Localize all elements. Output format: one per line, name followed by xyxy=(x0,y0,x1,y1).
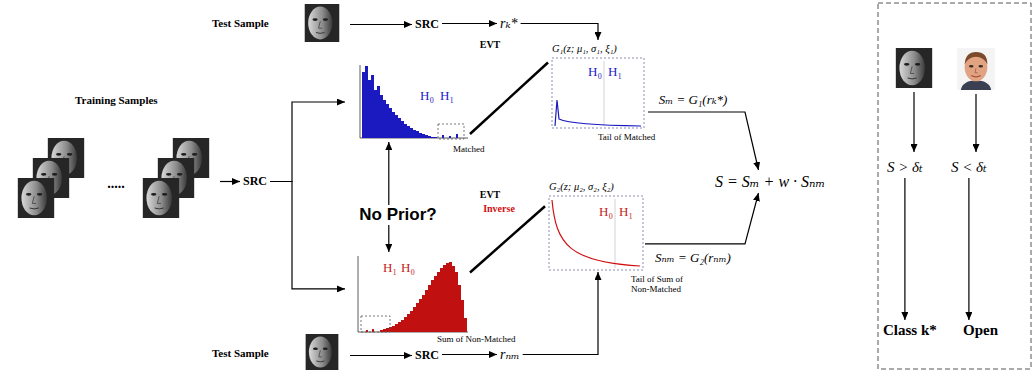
connector xyxy=(648,112,759,170)
face-photo xyxy=(957,48,995,90)
node-text: S < δₜ xyxy=(951,158,987,176)
score-label: rₖ* xyxy=(497,13,521,34)
histogram-bars xyxy=(362,66,458,138)
node-text: S = Sₘ + w · Sₙₘ xyxy=(715,172,825,191)
connector xyxy=(470,206,545,272)
connector xyxy=(470,63,548,135)
decision-outcome: Class k* xyxy=(880,320,940,341)
node-text: Sum of Non-Matched xyxy=(437,334,516,344)
node-text: G₂(z; μ₂, σ₂, ξ₂) xyxy=(549,181,614,192)
node-text: Class k* xyxy=(883,322,937,339)
node-text: rₙₘ xyxy=(500,346,520,363)
evt-fit-box: G₂(z; μ₂, σ₂, ξ₂)H₀H₁Tail of Sum of Non-… xyxy=(545,178,645,272)
node-text: Training Samples xyxy=(75,94,158,106)
connector xyxy=(220,181,240,182)
connector xyxy=(521,24,598,41)
node-text: Open xyxy=(963,322,998,339)
decision-rule: S > δₜ xyxy=(884,156,926,178)
connector xyxy=(523,272,598,355)
input-sample: Test Sample xyxy=(212,4,350,44)
connector xyxy=(442,354,497,355)
connector xyxy=(645,193,759,244)
node-text: H₀ xyxy=(588,64,602,80)
node-text: SRC xyxy=(243,174,267,189)
connector xyxy=(350,24,412,25)
decision-outcome: Open xyxy=(960,320,1001,341)
face-photo xyxy=(143,178,179,218)
node-text: H₁ xyxy=(383,260,397,276)
node-text: H₁ xyxy=(440,88,454,104)
node-text: rₖ* xyxy=(500,15,518,32)
tail-box xyxy=(361,316,390,332)
face-photo xyxy=(305,4,340,42)
tail-box xyxy=(438,124,464,139)
evt-curve xyxy=(555,100,641,126)
result-panel xyxy=(878,3,1031,369)
evt-fit-box: G₁(z; μ₁, σ₁, ξ₁)H₀H₁Tail of Matched xyxy=(548,40,648,130)
node-text: Tail of Matched xyxy=(598,132,655,142)
process-label: SRC xyxy=(240,172,270,191)
node-text: SRC xyxy=(415,348,439,363)
connector xyxy=(968,178,969,320)
process-label: SRC xyxy=(412,15,442,34)
histogram-nonmatched: H₁H₀Sum of Non-Matched xyxy=(345,252,470,334)
edge-label: Sₘ = G₁(rₖ*) xyxy=(659,92,728,108)
node-text: H₀ xyxy=(420,88,434,104)
connector xyxy=(442,23,497,24)
node-text: Tail of Sum of Non-Matched xyxy=(631,274,693,294)
node-text: H₁ xyxy=(619,204,633,220)
threshold-line xyxy=(604,61,605,126)
node-text: SRC xyxy=(415,17,439,32)
leader-arrow xyxy=(975,94,976,152)
leader-arrow xyxy=(913,92,914,152)
connector xyxy=(270,102,345,182)
node-text: Test Sample xyxy=(212,347,269,359)
ellipsis: ..... xyxy=(107,176,125,192)
threshold-line xyxy=(615,199,616,268)
histogram-axis xyxy=(360,65,468,138)
histogram-matched: H₀H₁Matched xyxy=(345,62,470,142)
node-text: H₀ xyxy=(599,204,613,220)
edge-label: No Prior? xyxy=(357,205,438,225)
edge-label: Sₙₘ = G₂(rₙₘ) xyxy=(655,250,731,266)
evt-plot-frame xyxy=(552,58,644,128)
face-photo xyxy=(896,48,932,88)
edge-label: EVT xyxy=(480,39,501,50)
node-text: H₁ xyxy=(608,64,622,80)
evt-plot-frame xyxy=(549,196,643,270)
node-text: Matched xyxy=(453,144,485,154)
connector xyxy=(904,178,905,320)
edge-label: EVT xyxy=(480,189,501,200)
histogram-axis xyxy=(358,256,468,332)
decision-rule: S < δₜ xyxy=(948,156,990,178)
training-set: Training Samples xyxy=(5,92,220,222)
connector xyxy=(388,142,389,252)
node-text: S > δₜ xyxy=(887,158,923,176)
process-label: SRC xyxy=(412,346,442,365)
connector xyxy=(270,182,345,289)
node-text: G₁(z; μ₁, σ₁, ξ₁) xyxy=(552,43,617,54)
note-label: Inverse xyxy=(483,203,515,214)
node-text: Test Sample xyxy=(212,17,269,29)
histogram-bars xyxy=(366,262,467,332)
face-photo xyxy=(18,178,54,218)
node-text: H₀ xyxy=(401,260,415,276)
connector xyxy=(350,355,412,356)
score-label: rₙₘ xyxy=(497,344,523,365)
face-photo xyxy=(306,334,339,370)
input-sample: Test Sample xyxy=(212,334,350,370)
score-formula: S = Sₘ + w · Sₙₘ xyxy=(712,170,828,193)
evt-curve xyxy=(552,200,640,266)
